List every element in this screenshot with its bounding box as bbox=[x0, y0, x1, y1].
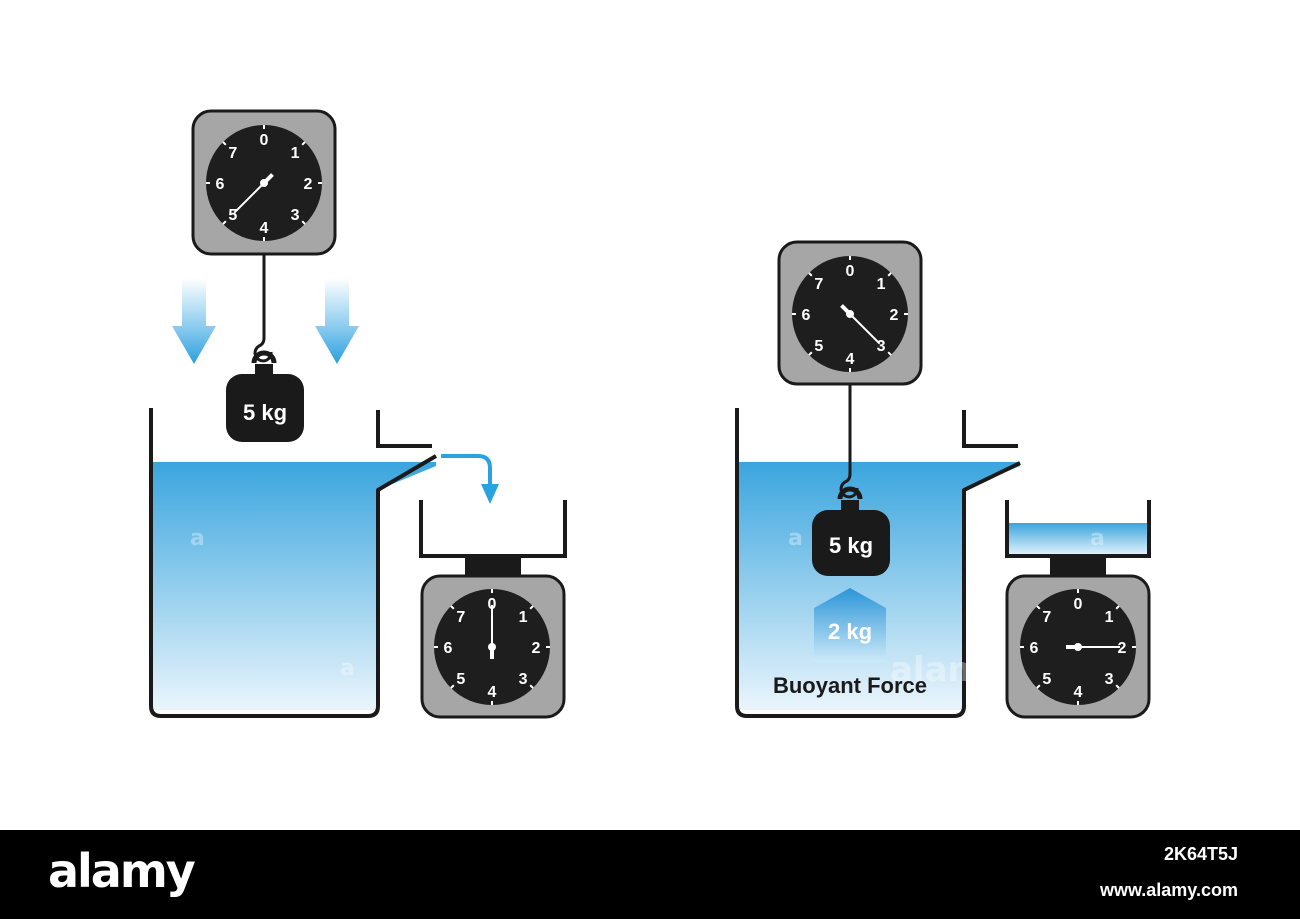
dial-number: 3 bbox=[877, 338, 886, 355]
left-hook-icon bbox=[253, 337, 273, 363]
right-hook-icon bbox=[839, 473, 859, 499]
buoyant-force-caption: Buoyant Force bbox=[773, 673, 927, 698]
site-url: www.alamy.com bbox=[1099, 880, 1238, 900]
weight-icon bbox=[812, 486, 890, 576]
buoyant-force-value: 2 kg bbox=[828, 619, 872, 644]
brand-logo: alamy bbox=[48, 844, 196, 898]
dial-tick bbox=[1115, 684, 1120, 689]
left-pan-dial: 0 123 4 567 bbox=[434, 589, 550, 705]
watermark-glyph: a bbox=[340, 656, 355, 681]
dial-number: 0 bbox=[846, 263, 855, 280]
dial-number: 6 bbox=[1030, 640, 1039, 657]
dial-tick bbox=[529, 684, 534, 689]
dial-tick bbox=[222, 141, 227, 146]
right-weight-label: 5 kg bbox=[829, 533, 873, 558]
left-container-water bbox=[152, 462, 436, 710]
dial-tick bbox=[887, 272, 892, 277]
dial-tick bbox=[887, 351, 892, 356]
dial-needle bbox=[233, 182, 265, 214]
dial-number: 1 bbox=[1105, 609, 1114, 626]
down-arrow-icon bbox=[172, 278, 216, 364]
right-container-water bbox=[738, 462, 1020, 710]
left-container-outline bbox=[149, 408, 438, 718]
dial-number: 5 bbox=[814, 338, 823, 355]
kitchen-scale-icon: 0 123 4 567 bbox=[419, 500, 567, 719]
right-container-spout bbox=[962, 410, 1018, 448]
dial-tick bbox=[808, 351, 813, 356]
dial-number: 2 bbox=[532, 640, 541, 657]
dial-number: 2 bbox=[1118, 640, 1127, 657]
kitchen-scale-icon: 0 123 4 567 bbox=[1005, 500, 1151, 719]
right-pan-dial: 0 123 4 567 bbox=[1020, 589, 1136, 705]
dial-number: 1 bbox=[519, 609, 528, 626]
dial-tick bbox=[450, 605, 455, 610]
dial-number: 5 bbox=[1042, 671, 1051, 688]
dial-number: 1 bbox=[877, 276, 886, 293]
dial-pivot bbox=[260, 179, 268, 187]
dial-number: 5 bbox=[456, 671, 465, 688]
right-pan-water bbox=[1009, 523, 1147, 556]
dial-pivot bbox=[488, 643, 496, 651]
right-container-outline bbox=[735, 408, 1021, 718]
dial-number: 3 bbox=[291, 207, 300, 224]
dial-number: 7 bbox=[228, 145, 237, 162]
dial-number: 2 bbox=[304, 176, 313, 193]
left-weight-label: 5 kg bbox=[243, 400, 287, 425]
dial-tick bbox=[222, 220, 227, 225]
dial-tick bbox=[301, 220, 306, 225]
dial-tick bbox=[1036, 605, 1041, 610]
dial-pivot bbox=[846, 310, 854, 318]
hanging-spring-scale-icon: 0 123 4 567 bbox=[191, 109, 337, 256]
footer-banner: alamy 2K64T5J www.alamy.com bbox=[0, 830, 1300, 919]
dial-pivot bbox=[1074, 643, 1082, 651]
dial-number: 0 bbox=[1074, 596, 1083, 613]
dial-number: 7 bbox=[456, 609, 465, 626]
up-arrow-icon bbox=[814, 588, 886, 662]
dial-number: 6 bbox=[216, 176, 225, 193]
dial-number: 2 bbox=[890, 307, 899, 324]
dial-number: 4 bbox=[260, 220, 269, 237]
watermark-glyph: a bbox=[788, 526, 803, 551]
hanging-spring-scale-icon: 0 123 4 567 bbox=[777, 240, 923, 386]
dial-number: 4 bbox=[1074, 684, 1083, 701]
dial-number: 3 bbox=[1105, 671, 1114, 688]
dial-number: 3 bbox=[519, 671, 528, 688]
dial-number: 6 bbox=[802, 307, 811, 324]
dial-tick bbox=[1115, 605, 1120, 610]
left-hanging-dial: 0 123 4 567 bbox=[206, 125, 322, 241]
dial-number: 7 bbox=[814, 276, 823, 293]
dial-number: 0 bbox=[260, 132, 269, 149]
dial-number: 0 bbox=[488, 596, 497, 613]
pour-arrow-icon bbox=[441, 454, 499, 504]
dial-needle bbox=[849, 313, 881, 345]
dial-tick bbox=[301, 141, 306, 146]
image-id: 2K64T5J bbox=[1163, 844, 1238, 864]
right-hanging-dial: 0 123 4 567 bbox=[792, 256, 908, 372]
watermark-glyph: a bbox=[190, 526, 205, 551]
left-container-spout bbox=[376, 410, 432, 448]
dial-number: 6 bbox=[444, 640, 453, 657]
dial-tick bbox=[450, 684, 455, 689]
watermark-glyph: alam bbox=[890, 650, 983, 690]
watermark-glyph: a bbox=[1090, 526, 1105, 551]
dial-number: 5 bbox=[228, 207, 237, 224]
dial-tick bbox=[808, 272, 813, 277]
weight-icon bbox=[226, 350, 304, 442]
down-arrow-icon bbox=[315, 278, 359, 364]
dial-number: 1 bbox=[291, 145, 300, 162]
dial-number: 4 bbox=[846, 351, 855, 368]
dial-number: 4 bbox=[488, 684, 497, 701]
dial-tick bbox=[529, 605, 534, 610]
dial-number: 7 bbox=[1042, 609, 1051, 626]
dial-tick bbox=[1036, 684, 1041, 689]
